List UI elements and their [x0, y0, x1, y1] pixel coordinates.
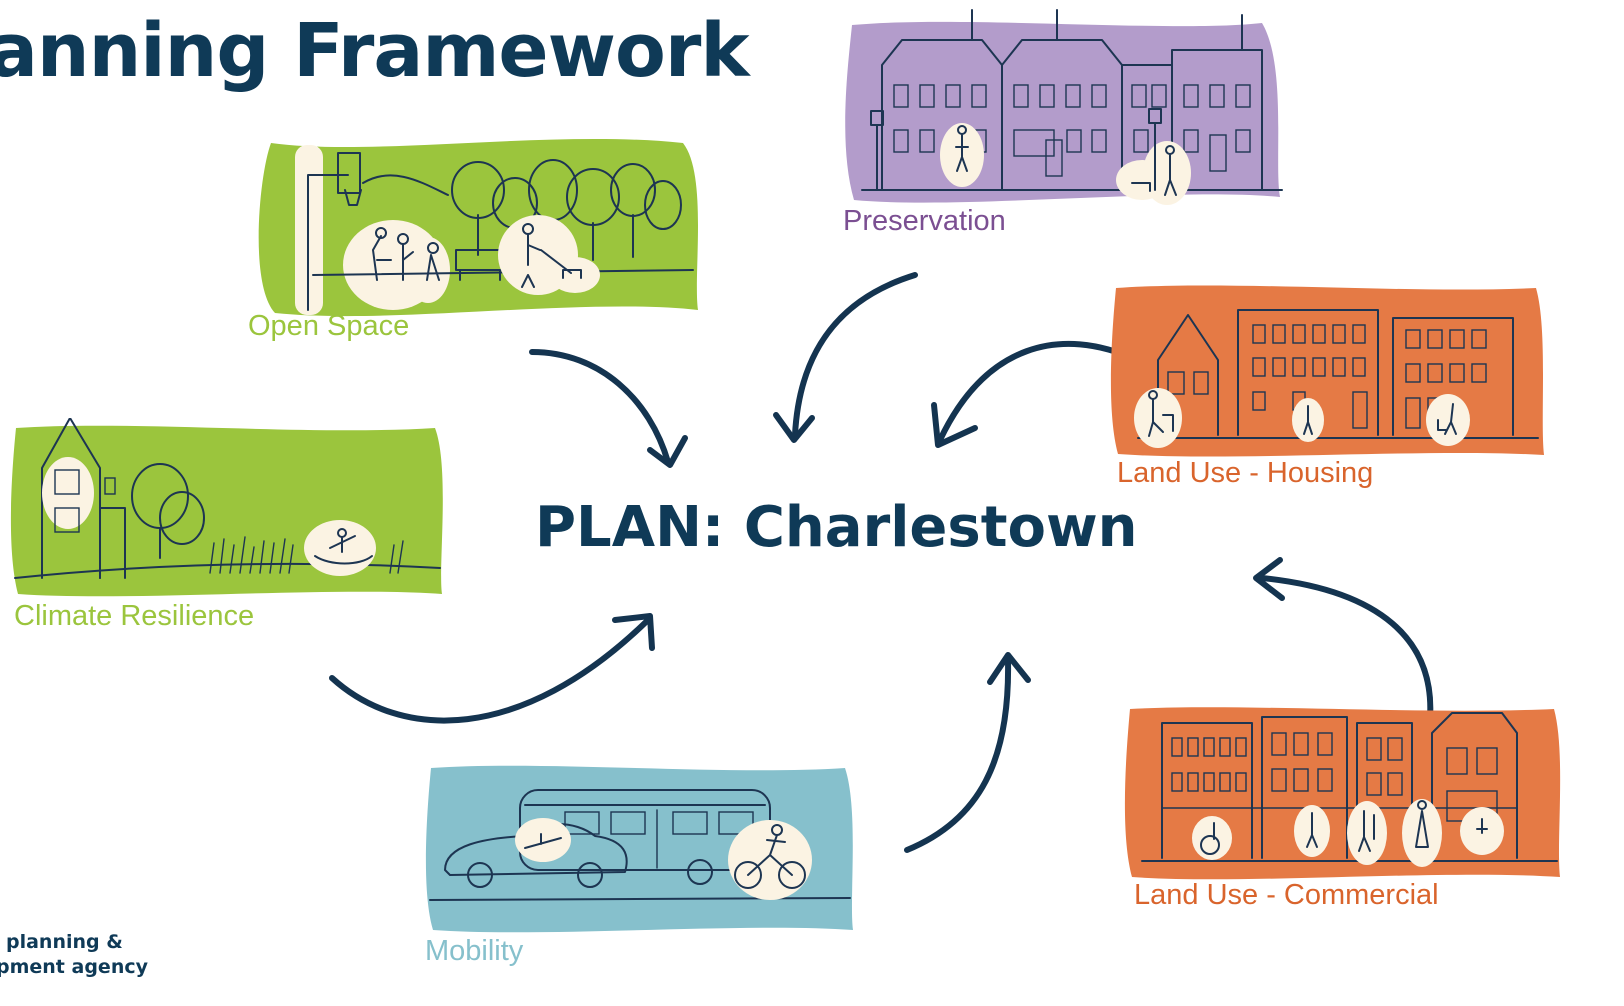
arrow-mobility — [904, 652, 1031, 853]
mobility-card[interactable] — [425, 760, 855, 935]
open-space-card[interactable] — [253, 135, 703, 320]
preservation-illustration — [845, 9, 1283, 205]
climate-card[interactable] — [10, 418, 445, 600]
housing-card[interactable] — [1108, 280, 1548, 460]
housing-label: Land Use - Housing — [1117, 457, 1374, 489]
commercial-card[interactable] — [1122, 703, 1564, 883]
housing-illustration — [1110, 285, 1544, 457]
arrow-climate — [329, 613, 655, 724]
center-plan-label: PLAN: Charlestown — [535, 495, 1138, 560]
agency-line-2: pment agency — [0, 956, 148, 978]
climate-label: Climate Resilience — [14, 600, 255, 632]
preservation-card[interactable] — [842, 5, 1292, 210]
preservation-label: Preservation — [843, 205, 1006, 237]
open-space-label: Open Space — [248, 310, 410, 342]
arrow-housing — [931, 340, 1140, 448]
page-title: anning Framework — [0, 8, 750, 94]
mobility-label: Mobility — [425, 935, 524, 967]
climate-illustration — [10, 418, 443, 597]
open-space-illustration — [258, 138, 698, 317]
agency-logo-text: planning & pment agency — [0, 930, 148, 980]
agency-line-1: planning & — [6, 931, 123, 953]
arrow-open-space — [529, 349, 688, 468]
mobility-illustration — [425, 765, 853, 933]
arrow-preservation — [773, 272, 918, 443]
commercial-label: Land Use - Commercial — [1134, 879, 1439, 911]
arrow-commercial — [1253, 557, 1434, 721]
commercial-illustration — [1124, 707, 1561, 880]
